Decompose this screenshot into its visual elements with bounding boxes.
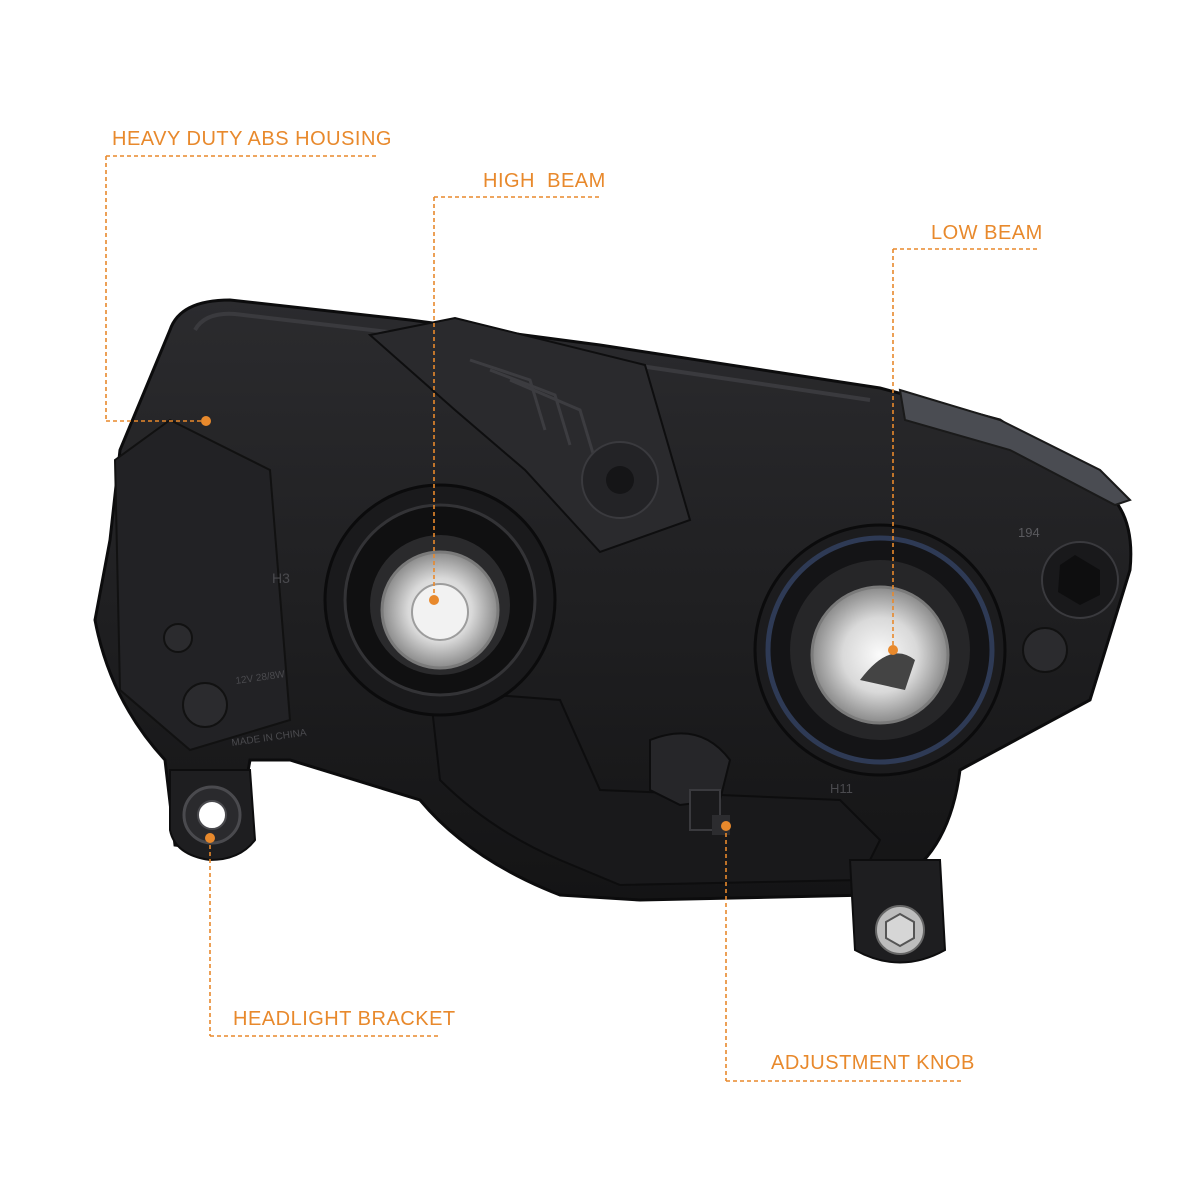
knob-callout-label: ADJUSTMENT KNOB (771, 1052, 975, 1074)
low-beam-callout-label: LOW BEAM (931, 222, 1043, 244)
bracket-callout-label: HEADLIGHT BRACKET (233, 1008, 456, 1030)
lower-right-bracket (848, 859, 947, 964)
headlight-bracket (169, 769, 257, 862)
dot-high-beam (429, 595, 439, 605)
callout-dots (201, 416, 898, 843)
adjustment-knob (649, 732, 732, 835)
mounting-posts (163, 623, 228, 728)
leader-lines (105, 155, 1040, 1082)
high-beam-socket (323, 483, 557, 717)
dot-housing (201, 416, 211, 426)
housing-callout-label: HEAVY DUTY ABS HOUSING (112, 128, 392, 150)
dot-low-beam (888, 645, 898, 655)
marker-bulb-socket (1022, 541, 1119, 673)
high-beam-callout-label: HIGH BEAM (483, 170, 606, 192)
dot-bracket (205, 833, 215, 843)
dot-knob (721, 821, 731, 831)
adjuster-plate (367, 316, 692, 554)
low-beam-socket (753, 523, 1007, 777)
